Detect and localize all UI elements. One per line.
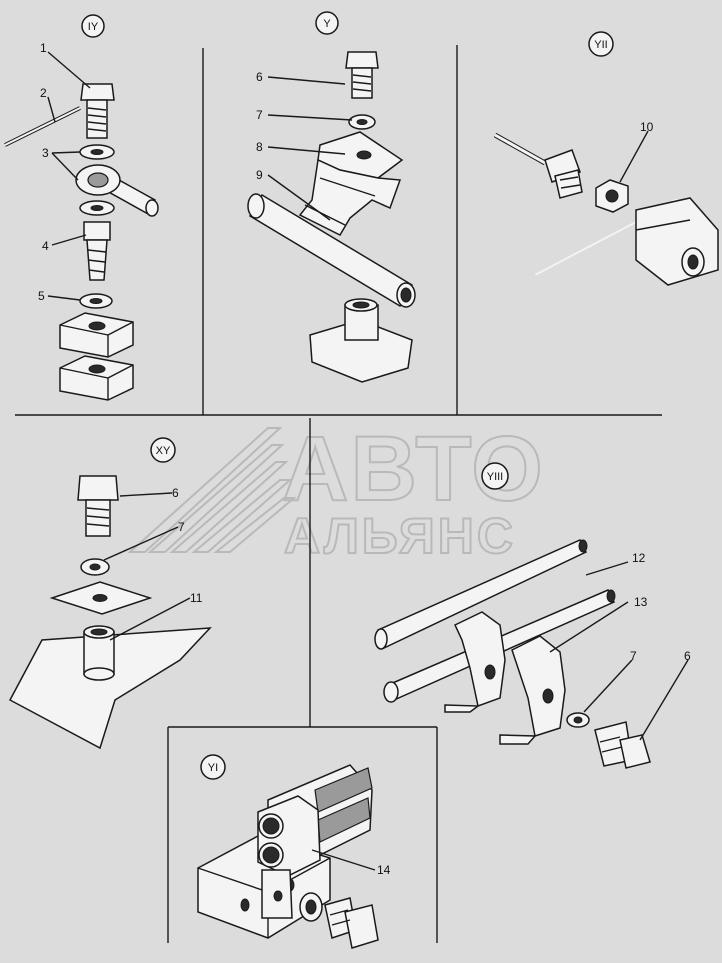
callout-label: 1 (40, 41, 47, 55)
stud-base-part (309, 298, 413, 383)
clamp-part (298, 131, 404, 236)
section-badge-yii: YII (588, 31, 614, 57)
callout-label: 2 (40, 86, 47, 100)
mounting-block-part (59, 312, 134, 401)
callout-label: 7 (256, 108, 263, 122)
watermark-line2: АЛЬЯНС (284, 508, 516, 564)
section-iy: 1 2 3 4 5 (4, 41, 159, 401)
section-dividers (15, 45, 662, 943)
section-badge-yiii: YIII (481, 462, 509, 490)
section-label-yiii: YIII (487, 471, 504, 483)
banjo-fitting-part (75, 164, 159, 217)
bracket-part (635, 197, 719, 286)
watermark-logo-icon (127, 427, 297, 553)
bolt-part (80, 83, 115, 139)
callout-label: 14 (377, 863, 391, 877)
watermark: АВТО АЛЬЯНС (127, 417, 544, 565)
callout-label: 3 (42, 146, 49, 160)
callout-label: 6 (256, 70, 263, 84)
callout-label: 4 (42, 239, 49, 253)
section-badge-y: Y (315, 11, 339, 35)
section-label-xy: XY (156, 445, 171, 457)
section-yiii: 12 13 7 6 (374, 539, 691, 769)
clamp-part (499, 635, 566, 745)
tube-part (374, 539, 588, 650)
callout-label: 11 (190, 591, 203, 605)
callout-label: 9 (256, 168, 263, 182)
bolt-part (594, 721, 651, 769)
callout-label: 10 (640, 120, 654, 134)
section-label-y: Y (323, 18, 331, 30)
section-label-yi: YI (208, 762, 218, 774)
callout-label: 6 (684, 649, 691, 663)
callout-label: 8 (256, 140, 263, 154)
callout-label: 12 (632, 551, 646, 565)
section-label-yii: YII (594, 39, 607, 51)
clamp-part (257, 795, 321, 919)
callout-label: 13 (634, 595, 648, 609)
section-badge-xy: XY (150, 437, 176, 463)
section-yii: 10 (493, 120, 719, 286)
callout-label: 6 (172, 486, 179, 500)
fitting-part (83, 221, 111, 281)
bolt-part (345, 51, 379, 99)
section-y: 6 7 8 9 (247, 51, 416, 383)
section-xy: 6 7 11 (8, 475, 212, 750)
tube-part (247, 193, 416, 308)
clamp-part (444, 611, 506, 713)
section-badge-yi: YI (200, 754, 226, 780)
section-yi: 14 (197, 764, 391, 949)
bolt-part (77, 475, 119, 537)
section-label-iy: IY (88, 21, 99, 33)
section-badge-iy: IY (81, 14, 105, 38)
callout-label: 7 (630, 649, 637, 663)
bolt-part (324, 897, 379, 949)
callout-label: 5 (38, 289, 45, 303)
callout-label: 7 (178, 520, 185, 534)
